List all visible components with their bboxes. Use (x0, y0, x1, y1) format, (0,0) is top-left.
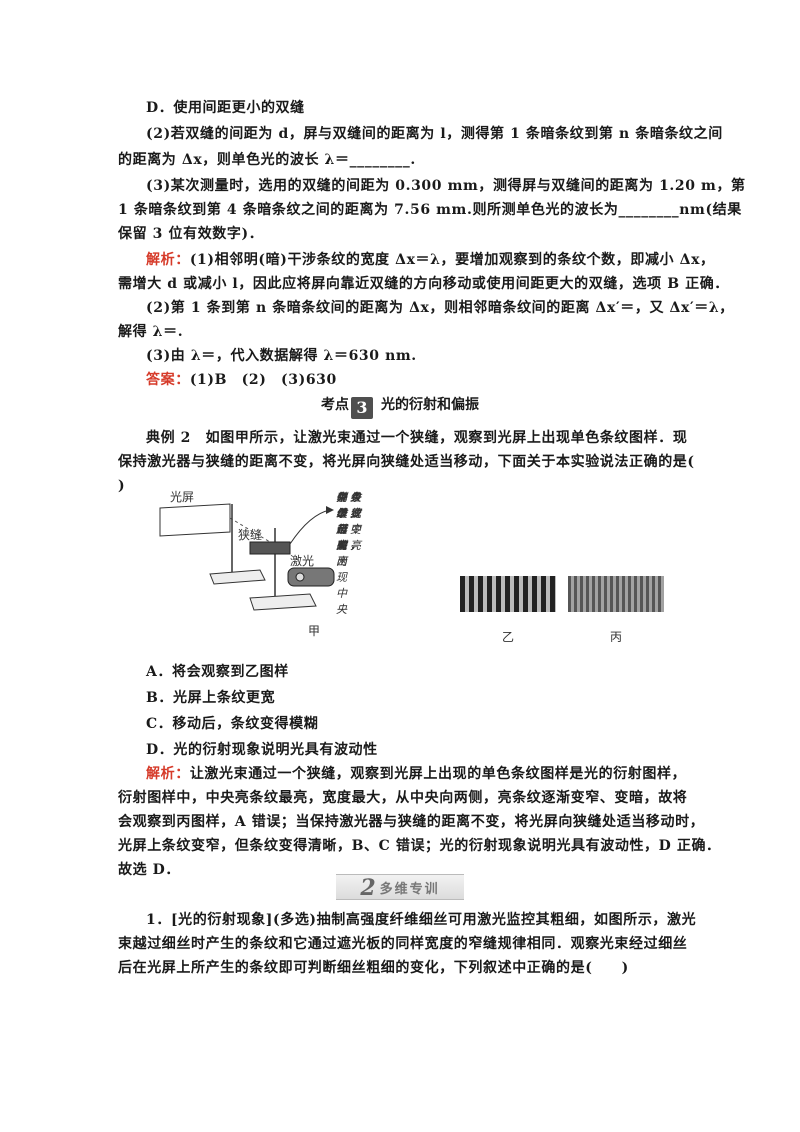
section-title-text: 光的衍射和偏振 (381, 397, 479, 413)
example-line-1: 典例 2 如图甲所示，让激光束通过一个狭缝，观察到光屏上出现单色条纹图样．现 (146, 430, 688, 446)
question-1-line-3: 后在光屏上所产生的条纹即可判断细丝粗细的变化，下列叙述中正确的是( ) (118, 960, 629, 976)
example-analysis-line-3: 会观察到丙图样，A 错误；当保持激光器与狭缝的距离不变，将光屏向狭缝处适当移动时… (118, 814, 705, 830)
example-analysis-line-5: 故选 D． (118, 862, 181, 878)
screen-label: 光屏 (170, 490, 195, 504)
training-number: 2 (360, 875, 376, 901)
question-1-line-2: 束越过细丝时产生的条纹和它通过遮光板的同样宽度的窄缝规律相同．观察光束经过细丝 (118, 936, 688, 952)
laser-label: 激光 (290, 554, 315, 568)
option-a: A．将会观察到乙图样 (146, 664, 289, 680)
question-3-line-end: 保留 3 位有效数字)． (118, 226, 264, 242)
example-analysis-line-2: 衍射图样中，中央亮条纹最亮，宽度最大，从中央向两侧，亮条纹逐渐变窄、变暗，故将 (118, 790, 688, 806)
answer-tag: 答案： (146, 372, 190, 388)
note-line: 单缝衍射出现中央 (336, 491, 350, 616)
caption-bing: 丙 (610, 630, 623, 644)
note-line: 亮条纹，且中央亮 (336, 491, 364, 552)
option-d-line: D．使用间距更小的双缝 (146, 100, 305, 116)
question-2-line-cont: 的距离为 Δx，则单色光的波长 λ＝________. (118, 152, 416, 168)
analysis-tag: 解析： (146, 252, 190, 268)
slit-label: 狭缝 (238, 528, 263, 542)
analysis-line-2: 需增大 d 或减小 l，因此应将屏向靠近双缝的方向移动或使用间距更大的双缝，选项… (118, 276, 729, 292)
note-line: 条纹最宽最亮，两 (336, 491, 364, 568)
pattern-yi-image (460, 576, 556, 612)
analysis-line-4: 解得 λ＝. (118, 324, 184, 340)
option-c: C．移动后，条纹变得模糊 (146, 716, 319, 732)
pattern-bing-image (568, 576, 664, 612)
note-line: 侧条纹变窄变暗， (336, 491, 364, 552)
example-analysis-line-1: 解析：让激光束通过一个狭缝，观察到光屏上出现的单色条纹图样是光的衍射图样， (146, 764, 688, 784)
training-label: 多维专训 (379, 882, 440, 897)
question-3-line-cont: 1 条暗条纹到第 4 条暗条纹之间的距离为 7.56 mm.则所测单色光的波长为… (118, 202, 742, 218)
answer-line: 答案：(1)B (2) (3)630 (146, 370, 688, 390)
question-3-line: (3)某次测量时，选用的双缝的间距为 0.300 mm，测得屏与双缝间的距离为 … (146, 178, 746, 194)
option-b: B．光屏上条纹更宽 (146, 690, 276, 706)
analysis-line-5: (3)由 λ＝，代入数据解得 λ＝630 nm. (146, 348, 417, 364)
apparatus-drawing (159, 503, 335, 611)
section-number-badge: 3 (351, 397, 373, 419)
note-line: 中央条纹越宽． (336, 491, 364, 552)
answer-text: (1)B (2) (3)630 (189, 372, 337, 388)
option-d: D．光的衍射现象说明光具有波动性 (146, 742, 378, 758)
example-analysis-line-4: 光屏上条纹变窄，但条纹变得清晰，B、C 错误；光的衍射现象说明光具有波动性，D … (118, 838, 721, 854)
question-1-line-1: 1．[光的衍射现象](多选)抽制高强度纤维细丝可用激光监控其粗细，如图所示，激光 (146, 912, 697, 928)
section-prefix: 考点 (321, 397, 349, 413)
analysis-text: (1)相邻明(暗)干涉条纹的宽度 Δx＝λ，要增加观察到的条纹个数，即减小 Δx… (189, 252, 715, 268)
analysis-tag: 解析： (146, 766, 190, 782)
question-2-line: (2)若双缝的间距为 d，屏与双缝间的距离为 l，测得第 1 条暗条纹到第 n … (146, 126, 723, 142)
analysis-line-3: (2)第 1 条到第 n 条暗条纹间的距离为 Δx，则相邻暗条纹间的距离 Δx′… (146, 300, 734, 316)
analysis-line-1: 解析：(1)相邻明(暗)干涉条纹的宽度 Δx＝λ，要增加观察到的条纹个数，即减小… (146, 250, 714, 270)
analysis-text: 让激光束通过一个狭缝，观察到光屏上出现的单色条纹图样是光的衍射图样， (189, 766, 687, 782)
example-line-3: ) (118, 478, 126, 494)
diffraction-figure: 光屏 狭缝 激光 单缝衍射出现中央 亮条纹，且中央亮 条纹最宽最亮，两 侧条纹变… (150, 484, 670, 644)
note-line: 并且单缝越窄， (336, 491, 364, 552)
caption-yi: 乙 (502, 630, 515, 644)
caption-jia: 甲 (308, 624, 321, 638)
example-line-2: 保持激光器与狭缝的距离不变，将光屏向狭缝处适当移动，下面关于本实验说法正确的是( (118, 454, 695, 470)
